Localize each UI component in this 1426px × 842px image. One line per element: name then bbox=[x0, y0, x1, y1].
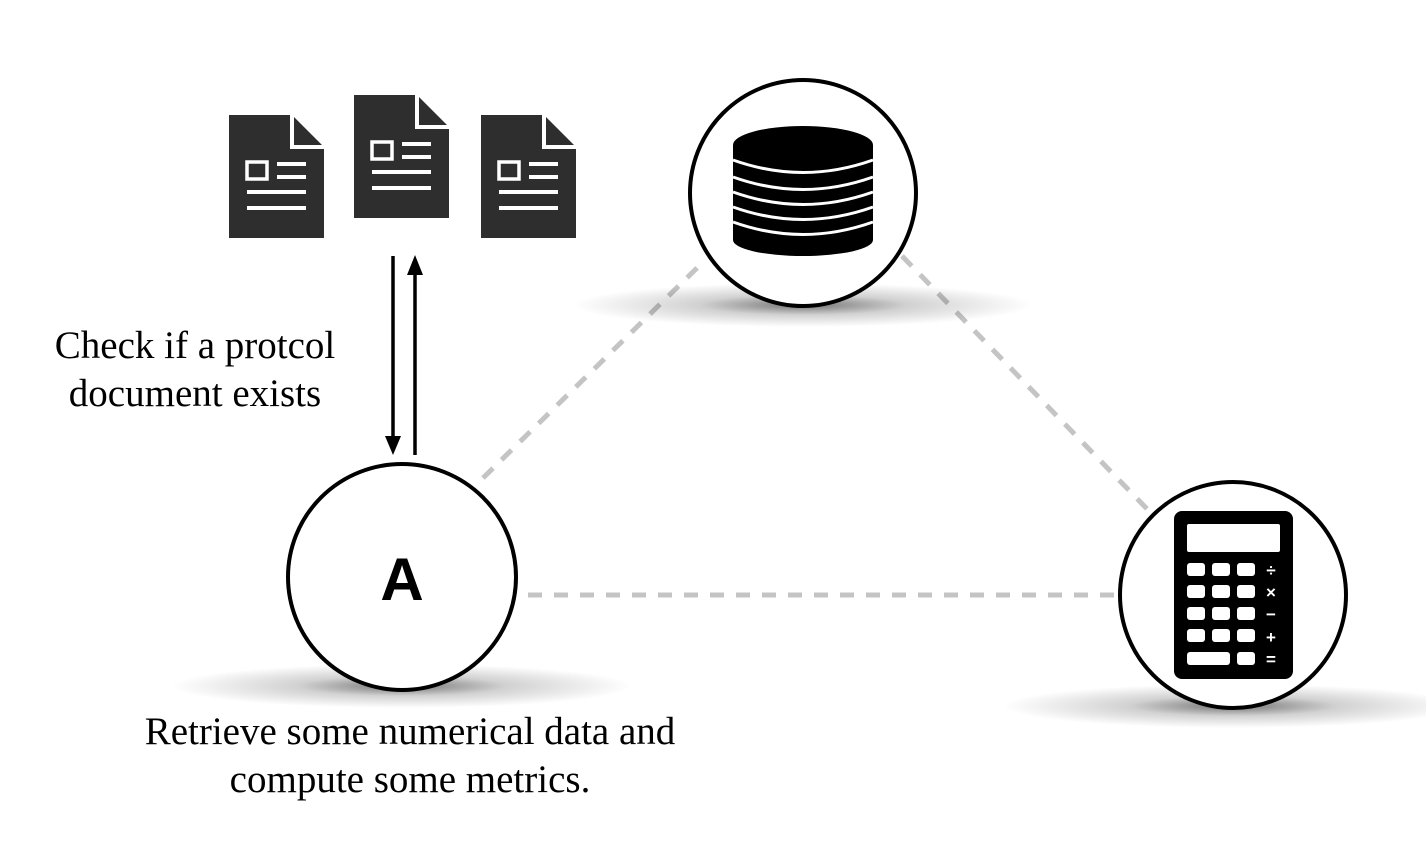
agent-letter: A bbox=[380, 546, 423, 613]
plus-key: + bbox=[1266, 628, 1276, 647]
agent-node[interactable]: A bbox=[286, 462, 518, 692]
minus-key: − bbox=[1266, 605, 1276, 624]
arrow-down-head bbox=[385, 436, 401, 455]
agent-caption-line-1: Retrieve some numerical data and bbox=[144, 710, 676, 753]
equals-key: = bbox=[1266, 650, 1276, 669]
document-exchange-arrows bbox=[385, 255, 423, 455]
document-icon[interactable] bbox=[481, 115, 576, 238]
agent-caption-line-2: compute some metrics. bbox=[229, 758, 591, 801]
database-node[interactable] bbox=[688, 78, 918, 308]
multiply-key: × bbox=[1266, 583, 1276, 602]
calculator-icon: ÷ × − + = bbox=[1174, 511, 1293, 679]
document-icon[interactable] bbox=[229, 115, 324, 238]
document-check-label-line-2: document exists bbox=[68, 372, 322, 415]
database-icon bbox=[732, 126, 874, 256]
document-icon[interactable] bbox=[354, 95, 449, 218]
calculator-node[interactable]: ÷ × − + = bbox=[1118, 480, 1348, 710]
document-check-label: Check if a protcol document exists bbox=[20, 322, 370, 418]
document-check-label-line-1: Check if a protcol bbox=[54, 324, 336, 367]
arrow-up-head bbox=[407, 255, 423, 275]
divide-key: ÷ bbox=[1266, 561, 1275, 580]
document-stack bbox=[229, 95, 576, 238]
agent-caption: Retrieve some numerical data and compute… bbox=[60, 708, 760, 804]
